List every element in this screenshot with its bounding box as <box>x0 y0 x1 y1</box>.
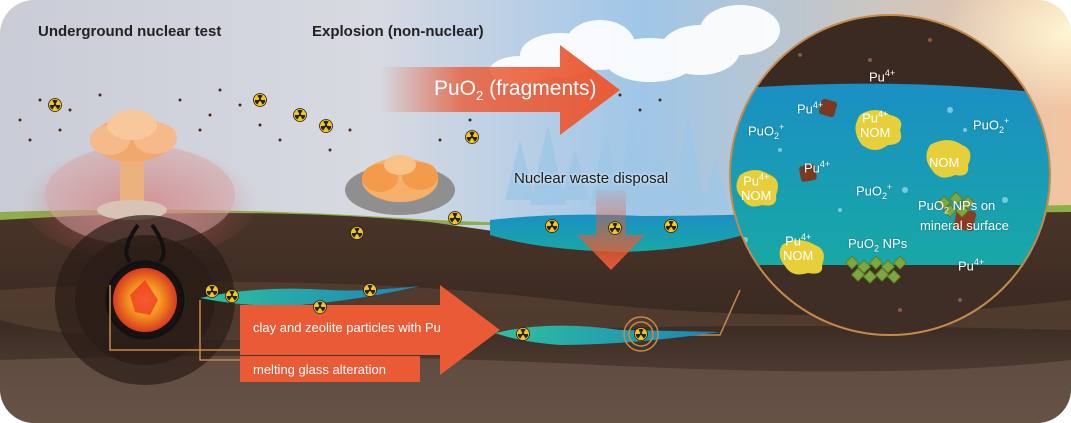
fragments-arrow-label: PuO2 (fragments) <box>434 78 596 102</box>
pu4-label-bottom: Pu4+ <box>958 258 984 272</box>
pu4-nom-label-b: Pu4+NOM <box>741 172 771 204</box>
puo2-nps-mineral-label-2: mineral surface <box>920 219 1009 232</box>
pu4-label-b: Pu4+ <box>804 160 830 174</box>
glass-box-label: melting glass alteration <box>253 363 386 376</box>
heading-underground-test: Underground nuclear test <box>38 24 221 39</box>
puo2-plus-label-left: PuO2+ <box>748 123 784 141</box>
puo2-nps-mineral-label-1: PuO2 NPs on <box>918 199 995 216</box>
puo2-plus-label-center: PuO2+ <box>856 183 892 201</box>
puo2-nps-label: PuO2 NPs <box>848 237 907 254</box>
heading-explosion: Explosion (non-nuclear) <box>312 24 484 39</box>
pu4-label-top: Pu4+ <box>869 69 895 83</box>
puo2-plus-label-right: PuO2+ <box>973 117 1009 135</box>
pu4-nom-label-a: Pu4+NOM <box>860 109 890 141</box>
nom-label-right: NOM <box>929 156 959 171</box>
clay-arrow-label: clay and zeolite particles with Pu <box>253 321 441 334</box>
heading-waste-disposal: Nuclear waste disposal <box>514 171 668 186</box>
pu4-nom-label-c: Pu4+NOM <box>783 232 813 264</box>
pu4-label-a: Pu4+ <box>797 101 823 115</box>
